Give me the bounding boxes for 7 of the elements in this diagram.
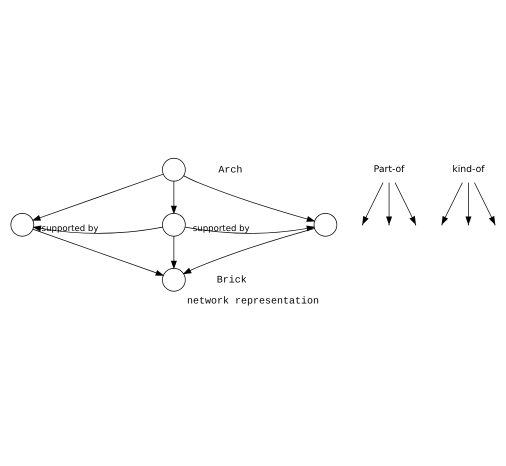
- caption: network representation: [186, 296, 320, 308]
- node-text: kind-of: [452, 164, 485, 176]
- node-label: Brick: [216, 275, 247, 286]
- node-text: Part-of: [374, 164, 404, 176]
- node-label: Arch: [218, 165, 242, 176]
- edge-label: supported by: [192, 224, 250, 234]
- edge-label: supported by: [42, 224, 98, 234]
